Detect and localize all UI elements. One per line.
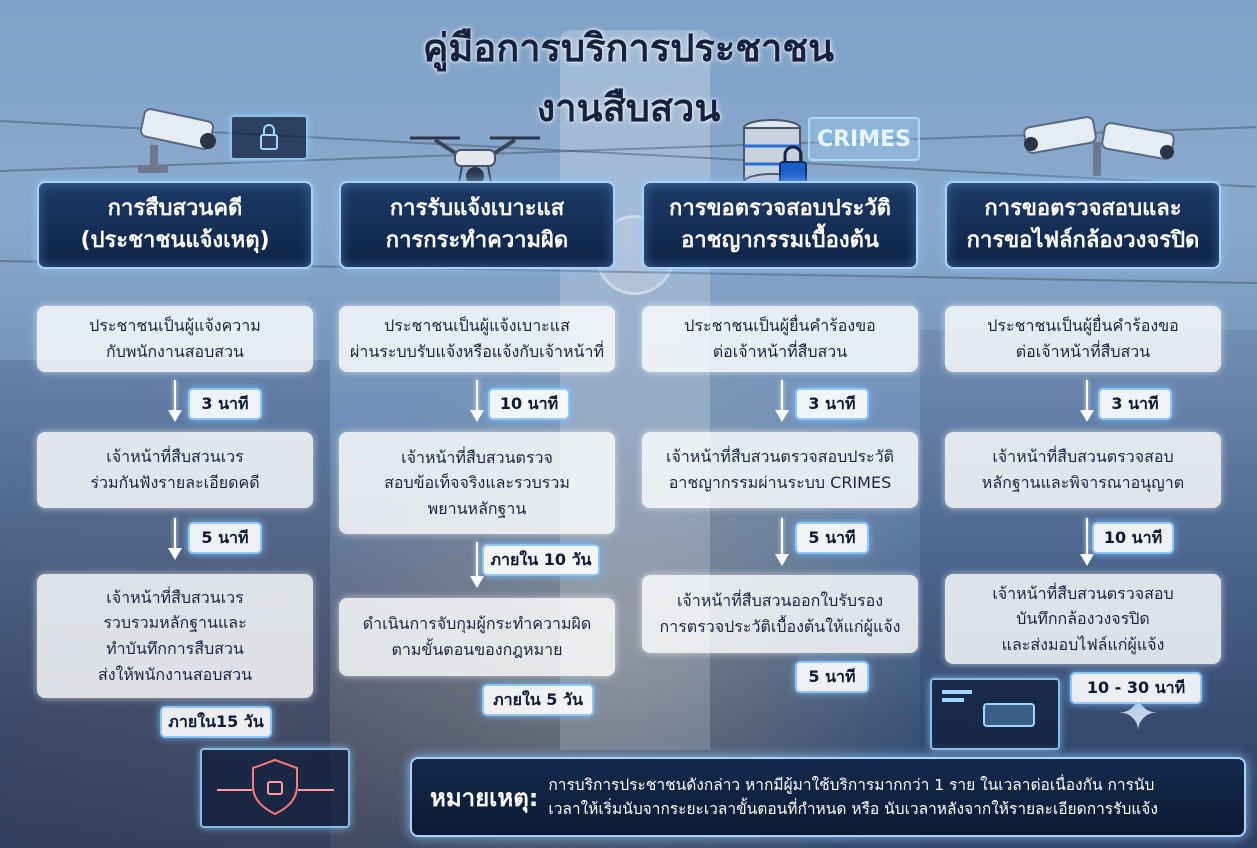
note-box: หมายเหตุ: การบริการประชาชนดังกล่าว หากมี… [410,757,1246,837]
step-line: การตรวจประวัติเบื้องต้นให้แก่ผู้แจ้ง [659,617,901,636]
header-line: การขอไฟล์กล้องวงจรปิด [966,228,1200,253]
header-line: การสืบสวนคดี [107,196,243,222]
step-box: ประชาชนเป็นผู้แจ้งเบาะแส ผ่านระบบรับแจ้ง… [339,306,615,372]
arrow-down-icon [775,380,789,422]
time-badge: 10 นาที [488,388,570,420]
header-cctv-request: การขอตรวจสอบและ การขอไฟล์กล้องวงจรปิด [945,181,1221,269]
step-line: ตามขั้นตอนของกฎหมาย [391,640,563,659]
step-line: สอบข้อเท็จจริงและรวบรวม [384,473,570,493]
step-line: ประชาชนเป็นผู้แจ้งความ [89,316,261,336]
step-line: กับพนักงานสอบสวน [106,342,244,361]
header-criminal-record: การขอตรวจสอบประวัติ อาชญากรรมเบื้องต้น [642,181,918,269]
arrow-down-icon [1080,380,1094,422]
step-line: หลักฐานและพิจารณาอนุญาต [981,473,1185,492]
header-line: การรับแจ้งเบาะแส [389,196,565,222]
step-line: เจ้าหน้าที่สืบสวนออกใบรับรอง [676,591,884,611]
arrow-down-icon [168,518,182,560]
header-line: (ประชาชนแจ้งเหตุ) [80,228,270,253]
step-box: เจ้าหน้าที่สืบสวนเวร ร่วมกันฟังรายละเอีย… [37,432,313,508]
time-badge: 5 นาที [795,661,869,693]
security-dashboard-panel [200,748,350,828]
arrow-down-icon [775,518,789,566]
cctv-camera-icon [138,108,216,173]
step-box: เจ้าหน้าที่สืบสวนตรวจสอบประวัติ อาชญากรร… [642,432,918,508]
time-badge: 5 นาที [188,522,262,554]
step-line: เจ้าหน้าที่สืบสวนตรวจสอบ [992,583,1174,603]
step-box: เจ้าหน้าที่สืบสวนตรวจสอบ บันทึกกล้องวงจร… [945,574,1221,664]
step-line: และส่งมอบไฟล์แก่ผู้แจ้ง [1001,634,1165,654]
dual-cctv-icon [1023,116,1175,176]
time-badge: 10 - 30 นาที [1070,672,1202,704]
time-badge: ภายใน 5 วัน [482,684,594,716]
header-tip-report: การรับแจ้งเบาะแส การกระทำความผิด [339,181,615,269]
step-box: เจ้าหน้าที่สืบสวนออกใบรับรอง การตรวจประว… [642,575,918,653]
note-line: เวลาให้เริ่มนับจากระยะเวลาขั้นตอนที่กำหน… [548,800,1158,818]
step-line: ต่อเจ้าหน้าที่สืบสวน [1015,342,1151,361]
data-screen-icon [942,690,1035,727]
step-box: เจ้าหน้าที่สืบสวนเวร รวบรวมหลักฐานและ ทำ… [37,574,313,698]
step-line: ประชาชนเป็นผู้ยื่นคำร้องขอ [684,316,876,336]
step-line: เจ้าหน้าที่สืบสวนตรวจ [401,447,553,467]
step-line: เจ้าหน้าที่สืบสวนเวร [106,587,244,607]
time-badge: 3 นาที [795,388,869,420]
step-line: ผ่านระบบรับแจ้งหรือแจ้งกับเจ้าหน้าที่ [350,342,604,361]
time-badge: 10 นาที [1092,522,1174,554]
time-badge: 3 นาที [1098,388,1172,420]
note-line: การบริการประชาชนดังกล่าว หากมีผู้มาใช้บร… [548,775,1155,794]
page-subtitle: งานสืบสวน [536,86,721,130]
step-line: พยานหลักฐาน [427,498,527,518]
crimes-tag: CRIMES [808,117,920,161]
step-line: รวบรวมหลักฐานและ [103,613,247,633]
step-line: ส่งให้พนักงานสอบสวน [97,664,253,684]
note-label: หมายเหตุ: [430,783,539,812]
time-badge: ภายใน 10 วัน [482,544,600,576]
step-line: อาชญากรรมผ่านระบบ CRIMES [668,473,892,492]
header-investigation: การสืบสวนคดี (ประชาชนแจ้งเหตุ) [37,181,313,269]
arrow-down-icon [470,542,484,588]
shield-lock-icon [217,758,334,816]
step-line: ประชาชนเป็นผู้แจ้งเบาะแส [384,316,570,336]
padlock-icon [260,124,278,150]
header-line: การกระทำความผิด [385,228,569,253]
step-line: ร่วมกันฟังรายละเอียดคดี [90,473,260,492]
header-line: การขอตรวจสอบและ [984,196,1182,222]
step-box: เจ้าหน้าที่สืบสวนตรวจสอบ หลักฐานและพิจาร… [945,432,1221,508]
step-box: ประชาชนเป็นผู้ยื่นคำร้องขอ ต่อเจ้าหน้าที… [945,306,1221,372]
arrow-down-icon [168,380,182,422]
lock-screen-panel [230,115,308,160]
step-line: บันทึกกล้องวงจรปิด [1016,609,1150,629]
monitor-panel [930,678,1060,750]
arrow-down-icon [1080,518,1094,566]
step-box: ประชาชนเป็นผู้แจ้งความ กับพนักงานสอบสวน [37,306,313,372]
header-line: อาชญากรรมเบื้องต้น [681,228,879,253]
note-text: การบริการประชาชนดังกล่าว หากมีผู้มาใช้บร… [548,773,1158,821]
time-badge: 5 นาที [795,522,869,554]
step-line: ต่อเจ้าหน้าที่สืบสวน [712,342,848,361]
step-line: ประชาชนเป็นผู้ยื่นคำร้องขอ [987,316,1179,336]
step-line: ทำบันทึกการสืบสวน [106,639,244,658]
step-line: ดำเนินการจับกุมผู้กระทำความผิด [362,614,592,634]
step-box: ประชาชนเป็นผู้ยื่นคำร้องขอ ต่อเจ้าหน้าที… [642,306,918,372]
step-box: ดำเนินการจับกุมผู้กระทำความผิด ตามขั้นตอ… [339,598,615,676]
step-line: เจ้าหน้าที่สืบสวนเวร [106,447,244,467]
drone-icon [410,136,540,189]
step-line: เจ้าหน้าที่สืบสวนตรวจสอบประวัติ [665,447,895,467]
step-line: เจ้าหน้าที่สืบสวนตรวจสอบ [992,447,1174,467]
time-badge: 3 นาที [188,388,262,420]
page-title: คู่มือการบริการประชาชน [422,26,835,70]
step-box: เจ้าหน้าที่สืบสวนตรวจ สอบข้อเท็จจริงและร… [339,432,615,534]
header-line: การขอตรวจสอบประวัติ [669,196,891,222]
arrow-down-icon [470,380,484,422]
time-badge: ภายใน15 วัน [160,706,272,738]
